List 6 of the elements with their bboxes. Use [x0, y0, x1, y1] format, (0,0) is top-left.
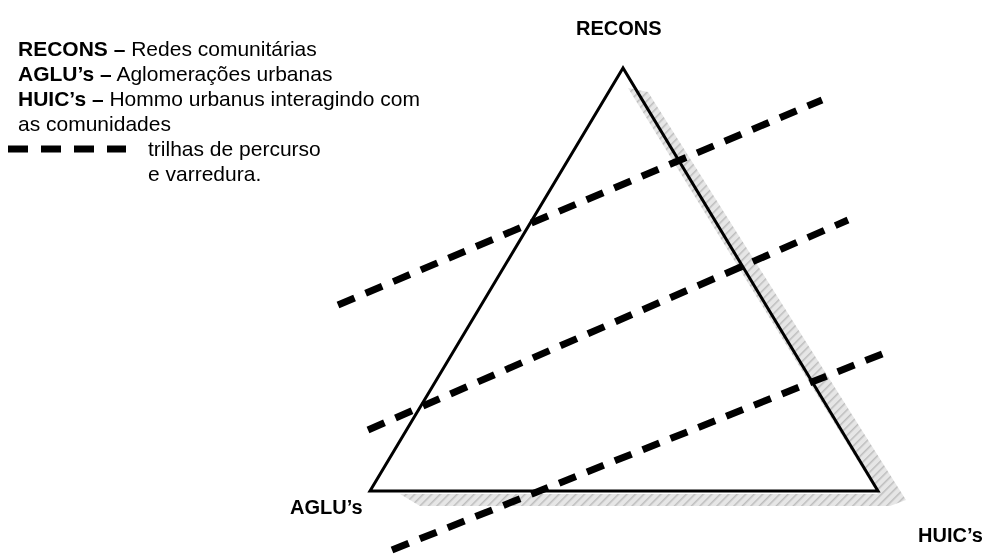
vertex-label: HUIC’s: [918, 525, 983, 545]
vertex-label: RECONS: [576, 18, 662, 38]
definition-text: AGLU’s – Aglomerações urbanas: [18, 61, 334, 86]
legend-text: trilhas de percurso e varredura.: [148, 136, 322, 186]
vertex-label: AGLU’s: [290, 497, 363, 517]
definition-text: RECONS – Redes comunitárias: [18, 36, 318, 61]
